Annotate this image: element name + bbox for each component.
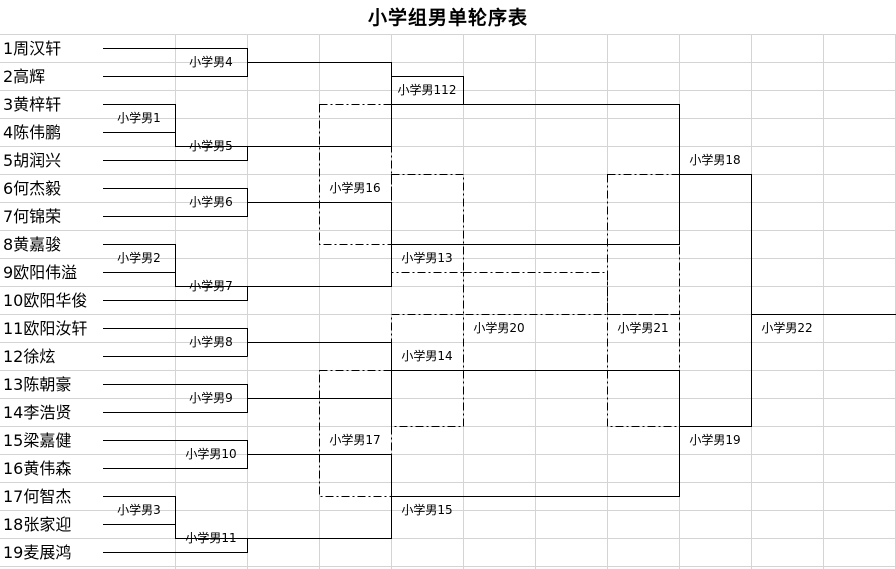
player-name[interactable]: 5胡润兴 bbox=[3, 151, 62, 170]
grid-row-line bbox=[0, 286, 896, 287]
grid-row-line bbox=[0, 258, 896, 259]
match-label[interactable]: 小学男22 bbox=[761, 321, 813, 335]
grid-column-line bbox=[247, 35, 248, 569]
bracket-line bbox=[391, 76, 464, 105]
player-name[interactable]: 3黄梓轩 bbox=[3, 95, 62, 114]
match-label[interactable]: 小学男9 bbox=[189, 391, 233, 405]
bracket-dashed-box bbox=[319, 370, 392, 497]
grid-row-line bbox=[0, 118, 896, 119]
grid-row-line bbox=[0, 566, 896, 567]
match-label[interactable]: 小学男7 bbox=[189, 279, 233, 293]
grid-row-line bbox=[0, 202, 896, 203]
grid-row-line bbox=[0, 34, 896, 35]
match-label[interactable]: 小学男112 bbox=[397, 83, 457, 97]
player-name[interactable]: 19麦展鸿 bbox=[3, 543, 72, 562]
match-label[interactable]: 小学男20 bbox=[473, 321, 525, 335]
match-label[interactable]: 小学男14 bbox=[401, 349, 453, 363]
grid-row-line bbox=[0, 146, 896, 147]
grid-column-line bbox=[319, 35, 320, 569]
grid-row-line bbox=[0, 314, 896, 315]
bracket-dashed-box bbox=[607, 314, 680, 427]
match-label[interactable]: 小学男17 bbox=[329, 433, 381, 447]
grid-row-line bbox=[0, 62, 896, 63]
match-label[interactable]: 小学男19 bbox=[689, 433, 741, 447]
match-label[interactable]: 小学男18 bbox=[689, 153, 741, 167]
match-label[interactable]: 小学男4 bbox=[189, 55, 233, 69]
match-label[interactable]: 小学男1 bbox=[117, 111, 161, 125]
grid-column-line bbox=[175, 35, 176, 569]
grid-row-line bbox=[0, 482, 896, 483]
player-name[interactable]: 1周汉轩 bbox=[3, 39, 62, 58]
player-name[interactable]: 9欧阳伟溢 bbox=[3, 263, 78, 282]
bracket-dashed-box bbox=[391, 314, 464, 427]
match-label[interactable]: 小学男16 bbox=[329, 181, 381, 195]
player-name[interactable]: 14李浩贤 bbox=[3, 403, 72, 422]
player-name[interactable]: 16黄伟森 bbox=[3, 459, 72, 478]
match-label[interactable]: 小学男11 bbox=[185, 531, 237, 545]
player-name[interactable]: 12徐炫 bbox=[3, 347, 56, 366]
match-label[interactable]: 小学男6 bbox=[189, 195, 233, 209]
player-name[interactable]: 13陈朝豪 bbox=[3, 375, 72, 394]
grid-row-line bbox=[0, 230, 896, 231]
player-name[interactable]: 18张家迎 bbox=[3, 515, 72, 534]
player-name[interactable]: 4陈伟鹏 bbox=[3, 123, 62, 142]
bracket-dashed-box bbox=[463, 272, 608, 315]
player-name[interactable]: 7何锦荣 bbox=[3, 207, 62, 226]
grid-row-line bbox=[0, 90, 896, 91]
bracket-dashed-box bbox=[391, 174, 464, 273]
player-name[interactable]: 10欧阳华俊 bbox=[3, 291, 88, 310]
player-name[interactable]: 15梁嘉健 bbox=[3, 431, 72, 450]
bracket-line bbox=[103, 328, 248, 357]
grid-row-line bbox=[0, 342, 896, 343]
grid-column-line bbox=[535, 35, 536, 569]
grid-row-line bbox=[0, 454, 896, 455]
match-label[interactable]: 小学男5 bbox=[189, 139, 233, 153]
match-label[interactable]: 小学男21 bbox=[617, 321, 669, 335]
grid-column-line bbox=[391, 35, 392, 569]
match-label[interactable]: 小学男13 bbox=[401, 251, 453, 265]
grid-column-line bbox=[607, 35, 608, 569]
bracket-dashed-box bbox=[319, 104, 392, 245]
grid-column-line bbox=[823, 35, 824, 569]
bracket-line bbox=[391, 370, 680, 497]
match-label[interactable]: 小学男2 bbox=[117, 251, 161, 265]
page-title: 小学组男单轮序表 bbox=[367, 7, 528, 29]
player-name[interactable]: 6何杰毅 bbox=[3, 179, 62, 198]
match-label[interactable]: 小学男3 bbox=[117, 503, 161, 517]
grid-row-line bbox=[0, 538, 896, 539]
grid-row-line bbox=[0, 398, 896, 399]
grid-row-line bbox=[0, 174, 896, 175]
player-name[interactable]: 11欧阳汝轩 bbox=[3, 319, 88, 338]
match-label[interactable]: 小学男10 bbox=[185, 447, 237, 461]
match-label[interactable]: 小学男15 bbox=[401, 503, 453, 517]
bracket-line bbox=[679, 174, 752, 427]
player-name[interactable]: 2高辉 bbox=[3, 67, 46, 86]
grid-row-line bbox=[0, 510, 896, 511]
player-name[interactable]: 8黄嘉骏 bbox=[3, 235, 62, 254]
match-label[interactable]: 小学男8 bbox=[189, 335, 233, 349]
player-name[interactable]: 17何智杰 bbox=[3, 487, 72, 506]
